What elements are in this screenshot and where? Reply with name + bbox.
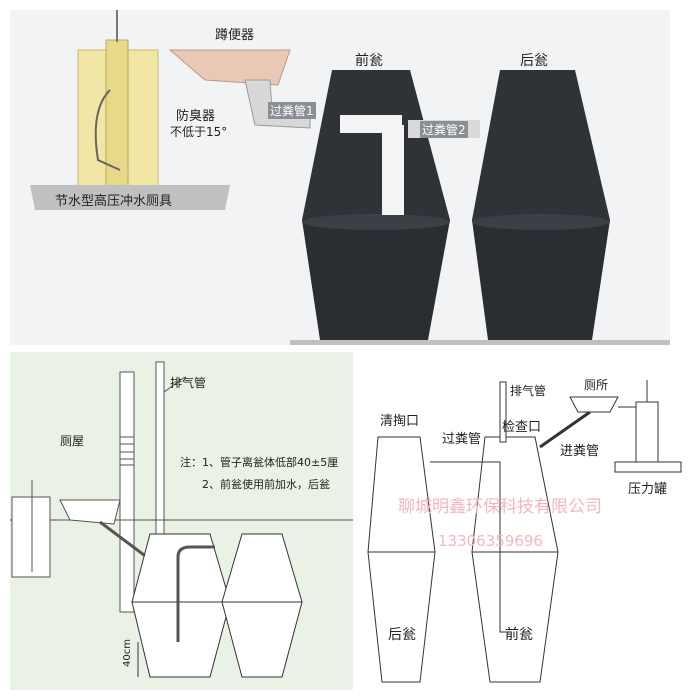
house-wall xyxy=(119,371,135,613)
pressure-tank-shape xyxy=(11,496,51,578)
vent-pipe-shape xyxy=(499,381,507,443)
cleanout-label: 清掏口 xyxy=(380,414,420,429)
note-2: 2、前瓮使用前加水，后瓮 xyxy=(202,478,330,491)
inlet-pipe-label: 进粪管 xyxy=(560,444,600,459)
squat-toilet-label: 蹲便器 xyxy=(215,28,255,43)
squat-toilet-shape xyxy=(168,49,291,86)
watermark-company: 聊城明鑫环保科技有限公司 xyxy=(398,497,602,517)
vent-pipe-label: 排气管 xyxy=(170,376,207,390)
front-tank-label: 前瓮 xyxy=(505,627,533,643)
odor-trap-label: 防臭器 xyxy=(176,109,216,124)
toilet-label: 厕所 xyxy=(584,378,609,392)
watermark-phone: 13306359696 xyxy=(438,532,543,550)
inspection-port-label: 检查口 xyxy=(502,420,542,435)
angle-note: 不低于15° xyxy=(170,125,228,139)
front-tank-outline xyxy=(471,436,559,683)
base-platform xyxy=(30,185,230,210)
front-tank-shape xyxy=(302,70,450,340)
rear-tank-shape xyxy=(472,70,610,340)
rear-tank-outline xyxy=(221,533,303,678)
pressure-tank-label: 压力罐 xyxy=(628,482,668,497)
dimension-label: 40cm xyxy=(122,639,133,667)
pressure-tank-shape xyxy=(635,401,659,465)
vent-pipe-label: 排气管 xyxy=(510,384,547,398)
front-tank-outline xyxy=(131,533,231,678)
product-photo-panel: 蹲便器 前瓮 后瓮 防臭器 不低于15° 过粪管1 过粪管2 节水型高压冲水厕具 xyxy=(10,10,670,345)
pressure-flush-device xyxy=(77,10,159,191)
base-label: 节水型高压冲水厕具 xyxy=(55,194,173,209)
toilet-house-label: 厕屋 xyxy=(60,434,85,448)
note-1: 注：1、管子离瓮体低部40±5厘 xyxy=(180,456,339,469)
structure-diagram-panel: 清掏口 过粪管 排气管 检查口 厕所 进粪管 压力罐 后瓮 前瓮 聊城明鑫环保科… xyxy=(360,352,690,690)
rear-tank-outline xyxy=(367,436,436,683)
transfer-pipe-1-label: 过粪管1 xyxy=(268,102,316,119)
transfer-pipe-label: 过粪管 xyxy=(442,432,482,447)
toilet-shape xyxy=(569,396,619,413)
transfer-pipe-2-label: 过粪管2 xyxy=(420,121,468,138)
front-tank-label: 前瓮 xyxy=(355,53,383,69)
rear-tank-label: 后瓮 xyxy=(520,53,548,69)
installation-diagram-panel: 排气管 厕屋 注：1、管子离瓮体低部40±5厘 2、前瓮使用前加水，后瓮 40c… xyxy=(10,352,353,690)
rear-tank-label: 后瓮 xyxy=(388,627,416,643)
